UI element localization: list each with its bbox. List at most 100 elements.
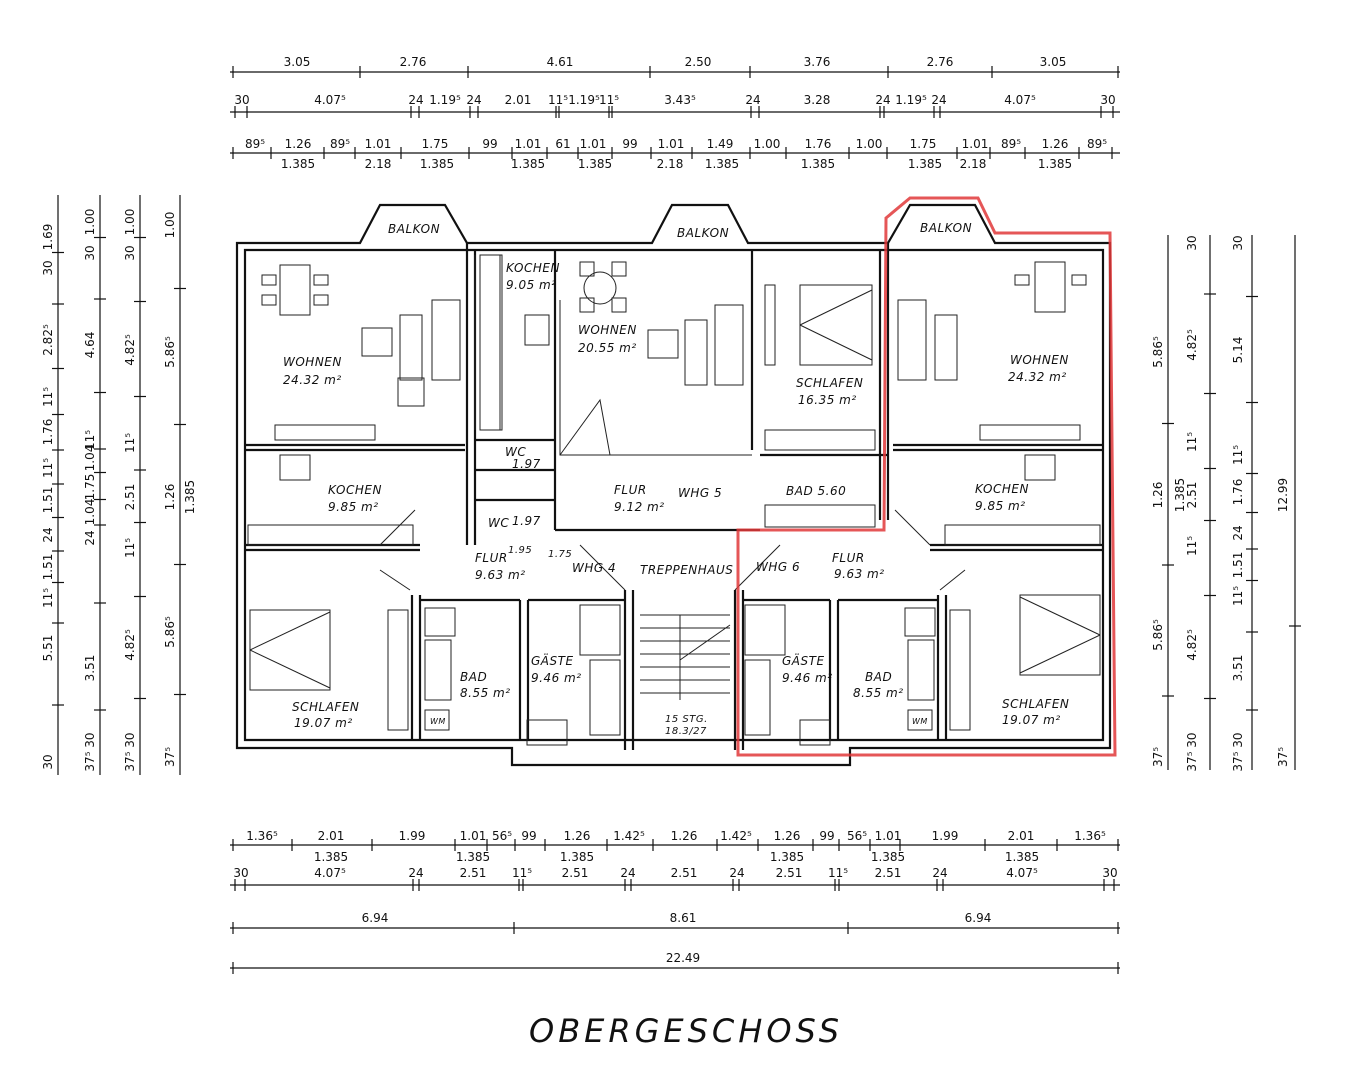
dimension-label: 4.07⁵	[1004, 93, 1036, 107]
schlafen-right-area: 19.07 m²	[1002, 713, 1061, 727]
dimension-label: 4.07⁵	[314, 93, 346, 107]
dimension-label: 1.385	[908, 157, 942, 171]
dimension-label: 2.50	[685, 55, 712, 69]
dimension-label: 1.01	[875, 829, 902, 843]
dimension-label: 1.76	[805, 137, 832, 151]
wohnen-right-area: 24.32 m²	[1008, 370, 1067, 384]
dimension-label: 6.94	[965, 911, 992, 925]
balkon-right-label: BALKON	[920, 221, 972, 235]
dimension-label: 1.385	[560, 850, 594, 864]
wc1-area: 1.97	[512, 457, 541, 471]
dimension-label: 24	[41, 527, 55, 542]
dimension-label: 5.86⁵	[163, 616, 177, 648]
wohnen-whg5-area: 20.55 m²	[578, 341, 637, 355]
dimension-label: 1.385	[578, 157, 612, 171]
dimension-label: 11⁵	[123, 538, 137, 558]
dimension-label: 5.86⁵	[163, 336, 177, 368]
dimension-label: 1.385	[770, 850, 804, 864]
dimension-label: 1.26	[671, 829, 698, 843]
dimension-label: 2.18	[657, 157, 684, 171]
kochen-left-area: 9.85 m²	[328, 500, 379, 514]
bad-whg5-label: BAD 5.60	[786, 484, 846, 498]
dimension-label: 30	[1231, 235, 1245, 250]
wohnen-left-label: WOHNEN	[283, 355, 342, 369]
dimension-label: 24	[408, 93, 423, 107]
dimension-label: 11⁵	[41, 387, 55, 407]
gaeste-whg6-label: GÄSTE	[782, 653, 825, 668]
dimension-label: 6.94	[362, 911, 389, 925]
dimension-label: 89⁵	[245, 137, 265, 151]
dimension-label: 4.82⁵	[123, 629, 137, 661]
balkon-mid-label: BALKON	[677, 226, 729, 240]
dimension-label: 99	[482, 137, 497, 151]
dimension-label: 1.385	[1173, 478, 1187, 512]
dimension-label: 5.86⁵	[1151, 619, 1165, 651]
dimension-label: 99	[622, 137, 637, 151]
dimension-label: 1.01	[460, 829, 487, 843]
dimension-label: 2.82⁵	[41, 324, 55, 356]
dimension-label: 11⁵	[1231, 586, 1245, 606]
staircase	[640, 614, 731, 700]
dimension-label: 1.76	[1231, 479, 1245, 506]
dimension-label: 2.01	[505, 93, 532, 107]
dimension-label: 11⁵	[512, 866, 532, 880]
dimension-label: 2.51	[1185, 482, 1199, 509]
dimension-label: 1.19⁵	[568, 93, 600, 107]
walls	[235, 203, 1112, 767]
flur-whg6-area: 9.63 m²	[834, 567, 885, 581]
dimension-label: 2.51	[460, 866, 487, 880]
dimension-label: 1.385	[183, 480, 197, 514]
wohnen-right-label: WOHNEN	[1010, 353, 1069, 367]
dimension-label: 24	[729, 866, 744, 880]
dimension-label: 12.99	[1276, 478, 1290, 512]
dimension-label: 30	[123, 245, 137, 260]
dimension-label: 1.26	[285, 137, 312, 151]
dimension-label: 1.385	[705, 157, 739, 171]
stairs-steps-label: 15 STG.	[665, 714, 708, 725]
dimension-label: 1.26	[774, 829, 801, 843]
dimension-label: 1.19⁵	[429, 93, 461, 107]
dimension-label: 11⁵	[41, 458, 55, 478]
dimension-label: 3.51	[83, 655, 97, 682]
flur-whg4-dim-1: 1.95	[508, 545, 532, 556]
kochen-right-area: 9.85 m²	[975, 499, 1026, 513]
dimension-label: 3.51	[1231, 655, 1245, 682]
dimension-label: 11⁵	[1185, 536, 1199, 556]
dimension-label: 4.07⁵	[314, 866, 346, 880]
dimension-label: 24	[408, 866, 423, 880]
dimension-label: 24	[875, 93, 890, 107]
dimension-label: 1.385	[1038, 157, 1072, 171]
wc2-area: 1.97	[512, 514, 541, 528]
dimension-label: 1.51	[41, 487, 55, 514]
dimension-label: 2.51	[671, 866, 698, 880]
dimension-label: 1.385	[456, 850, 490, 864]
dimension-label: 1.00	[856, 137, 883, 151]
dimension-label: 30	[1100, 93, 1115, 107]
dimension-label: 1.26	[163, 484, 177, 511]
gaeste-whg6-area: 9.46 m²	[782, 671, 833, 685]
flur-whg5-area: 9.12 m²	[614, 500, 665, 514]
dimension-label: 1.26	[1151, 482, 1165, 509]
dimension-label: 4.82⁵	[1185, 329, 1199, 361]
dimension-label: 24	[932, 866, 947, 880]
dimension-label: 56⁵	[492, 829, 512, 843]
dimension-label: 24	[931, 93, 946, 107]
dimension-label: 89⁵	[1001, 137, 1021, 151]
dimension-label: 11⁵	[123, 433, 137, 453]
dimension-label: 37⁵	[1151, 747, 1165, 767]
dimension-label: 1.00	[123, 209, 137, 236]
dimension-label: 1.26	[564, 829, 591, 843]
dimension-label: 2.18	[365, 157, 392, 171]
dimension-label: 99	[521, 829, 536, 843]
dimension-label: 4.07⁵	[1006, 866, 1038, 880]
dimension-label: 24	[620, 866, 635, 880]
dimension-label: 37⁵ 30	[1185, 732, 1199, 771]
dimension-label: 1.385	[871, 850, 905, 864]
wohnen-whg5-label: WOHNEN	[578, 323, 637, 337]
dimension-label: 2.76	[927, 55, 954, 69]
dimension-label: 89⁵	[1087, 137, 1107, 151]
gaeste-whg4-label: GÄSTE	[531, 653, 574, 668]
dimension-label: 2.18	[960, 157, 987, 171]
dimension-label: 3.05	[1040, 55, 1067, 69]
